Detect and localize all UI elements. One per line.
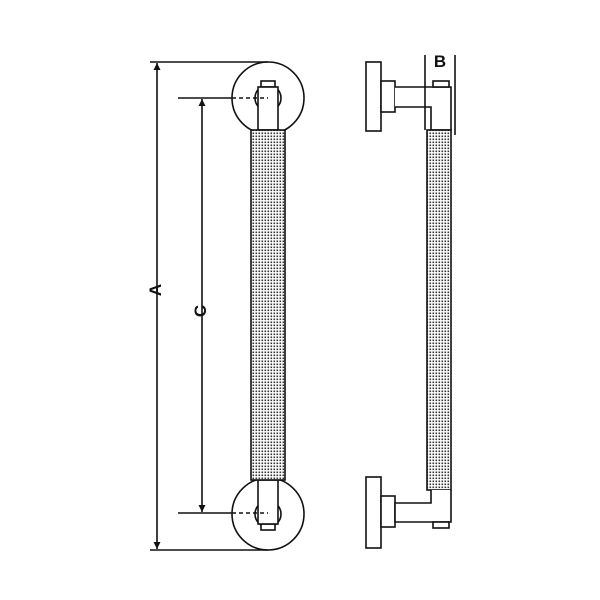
side-view bbox=[365, 61, 452, 549]
top-arm bbox=[395, 86, 452, 131]
bottom-cap bbox=[260, 523, 276, 531]
top-cap bbox=[260, 80, 276, 88]
bottom-arm bbox=[394, 490, 452, 523]
dimension-c bbox=[178, 97, 268, 514]
top-side-cap bbox=[432, 80, 450, 88]
dimension-c-label: C bbox=[191, 305, 210, 317]
front-view bbox=[231, 61, 305, 551]
dimension-b-label: B bbox=[434, 52, 446, 71]
top-mount-plate bbox=[365, 61, 382, 132]
dimension-a bbox=[150, 61, 268, 551]
bottom-mount-plate bbox=[365, 476, 382, 549]
bottom-shaft bbox=[257, 479, 279, 525]
top-shaft bbox=[257, 86, 279, 131]
dimension-b bbox=[424, 55, 456, 135]
knurled-grip bbox=[250, 129, 286, 481]
top-boss bbox=[380, 80, 396, 113]
bottom-side-cap bbox=[432, 521, 450, 529]
side-knurled-grip bbox=[426, 129, 452, 491]
dimension-a-label: A bbox=[146, 284, 165, 296]
bottom-boss bbox=[380, 495, 396, 528]
